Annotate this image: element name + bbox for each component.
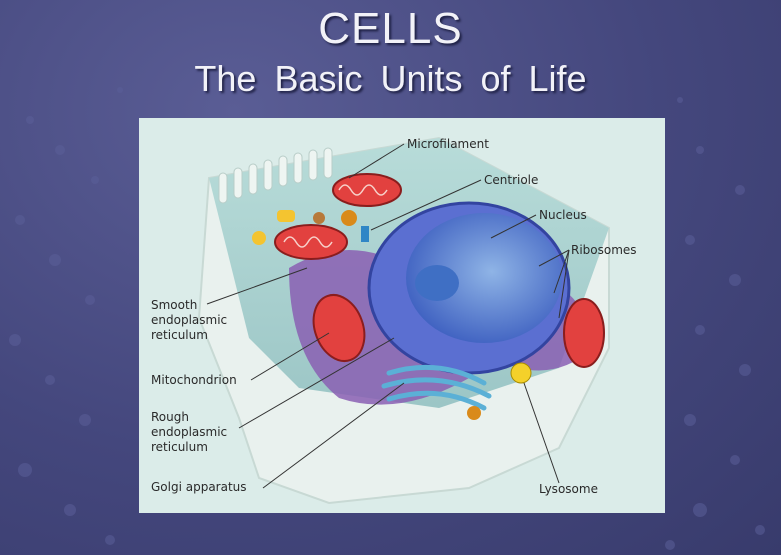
label-golgi-apparatus: Golgi apparatus [151,480,247,494]
vesicle [467,406,481,420]
centriole-shape [361,226,369,242]
vesicle [313,212,325,224]
golgi-apparatus [381,364,492,411]
vesicle [341,210,357,226]
label-mitochondrion: Mitochondrion [151,373,237,387]
slide-subtitle: The Basic Units of Life [194,58,587,99]
microvilli [218,147,333,204]
nucleus-interior [406,213,562,343]
label-centriole: Centriole [484,173,539,187]
mitochondria [274,173,605,368]
label-microfilament: Microfilament [407,137,489,151]
label-ribosomes: Ribosomes [571,243,637,257]
label-rough-er: Rough endoplasmic reticulum [151,410,228,454]
cell-diagram: Microfilament Centriole Nucleus Ribosome… [139,118,665,513]
vesicle [277,210,295,222]
label-lysosome: Lysosome [539,482,598,496]
slide-title: CELLS [318,4,463,53]
lysosome [510,362,532,384]
label-nucleus: Nucleus [539,208,587,222]
nucleolus [415,265,459,301]
leader-lines [206,143,570,489]
cell-illustration [197,136,610,505]
label-smooth-er: Smooth endoplasmic reticulum [151,298,228,342]
vesicle [252,231,266,245]
